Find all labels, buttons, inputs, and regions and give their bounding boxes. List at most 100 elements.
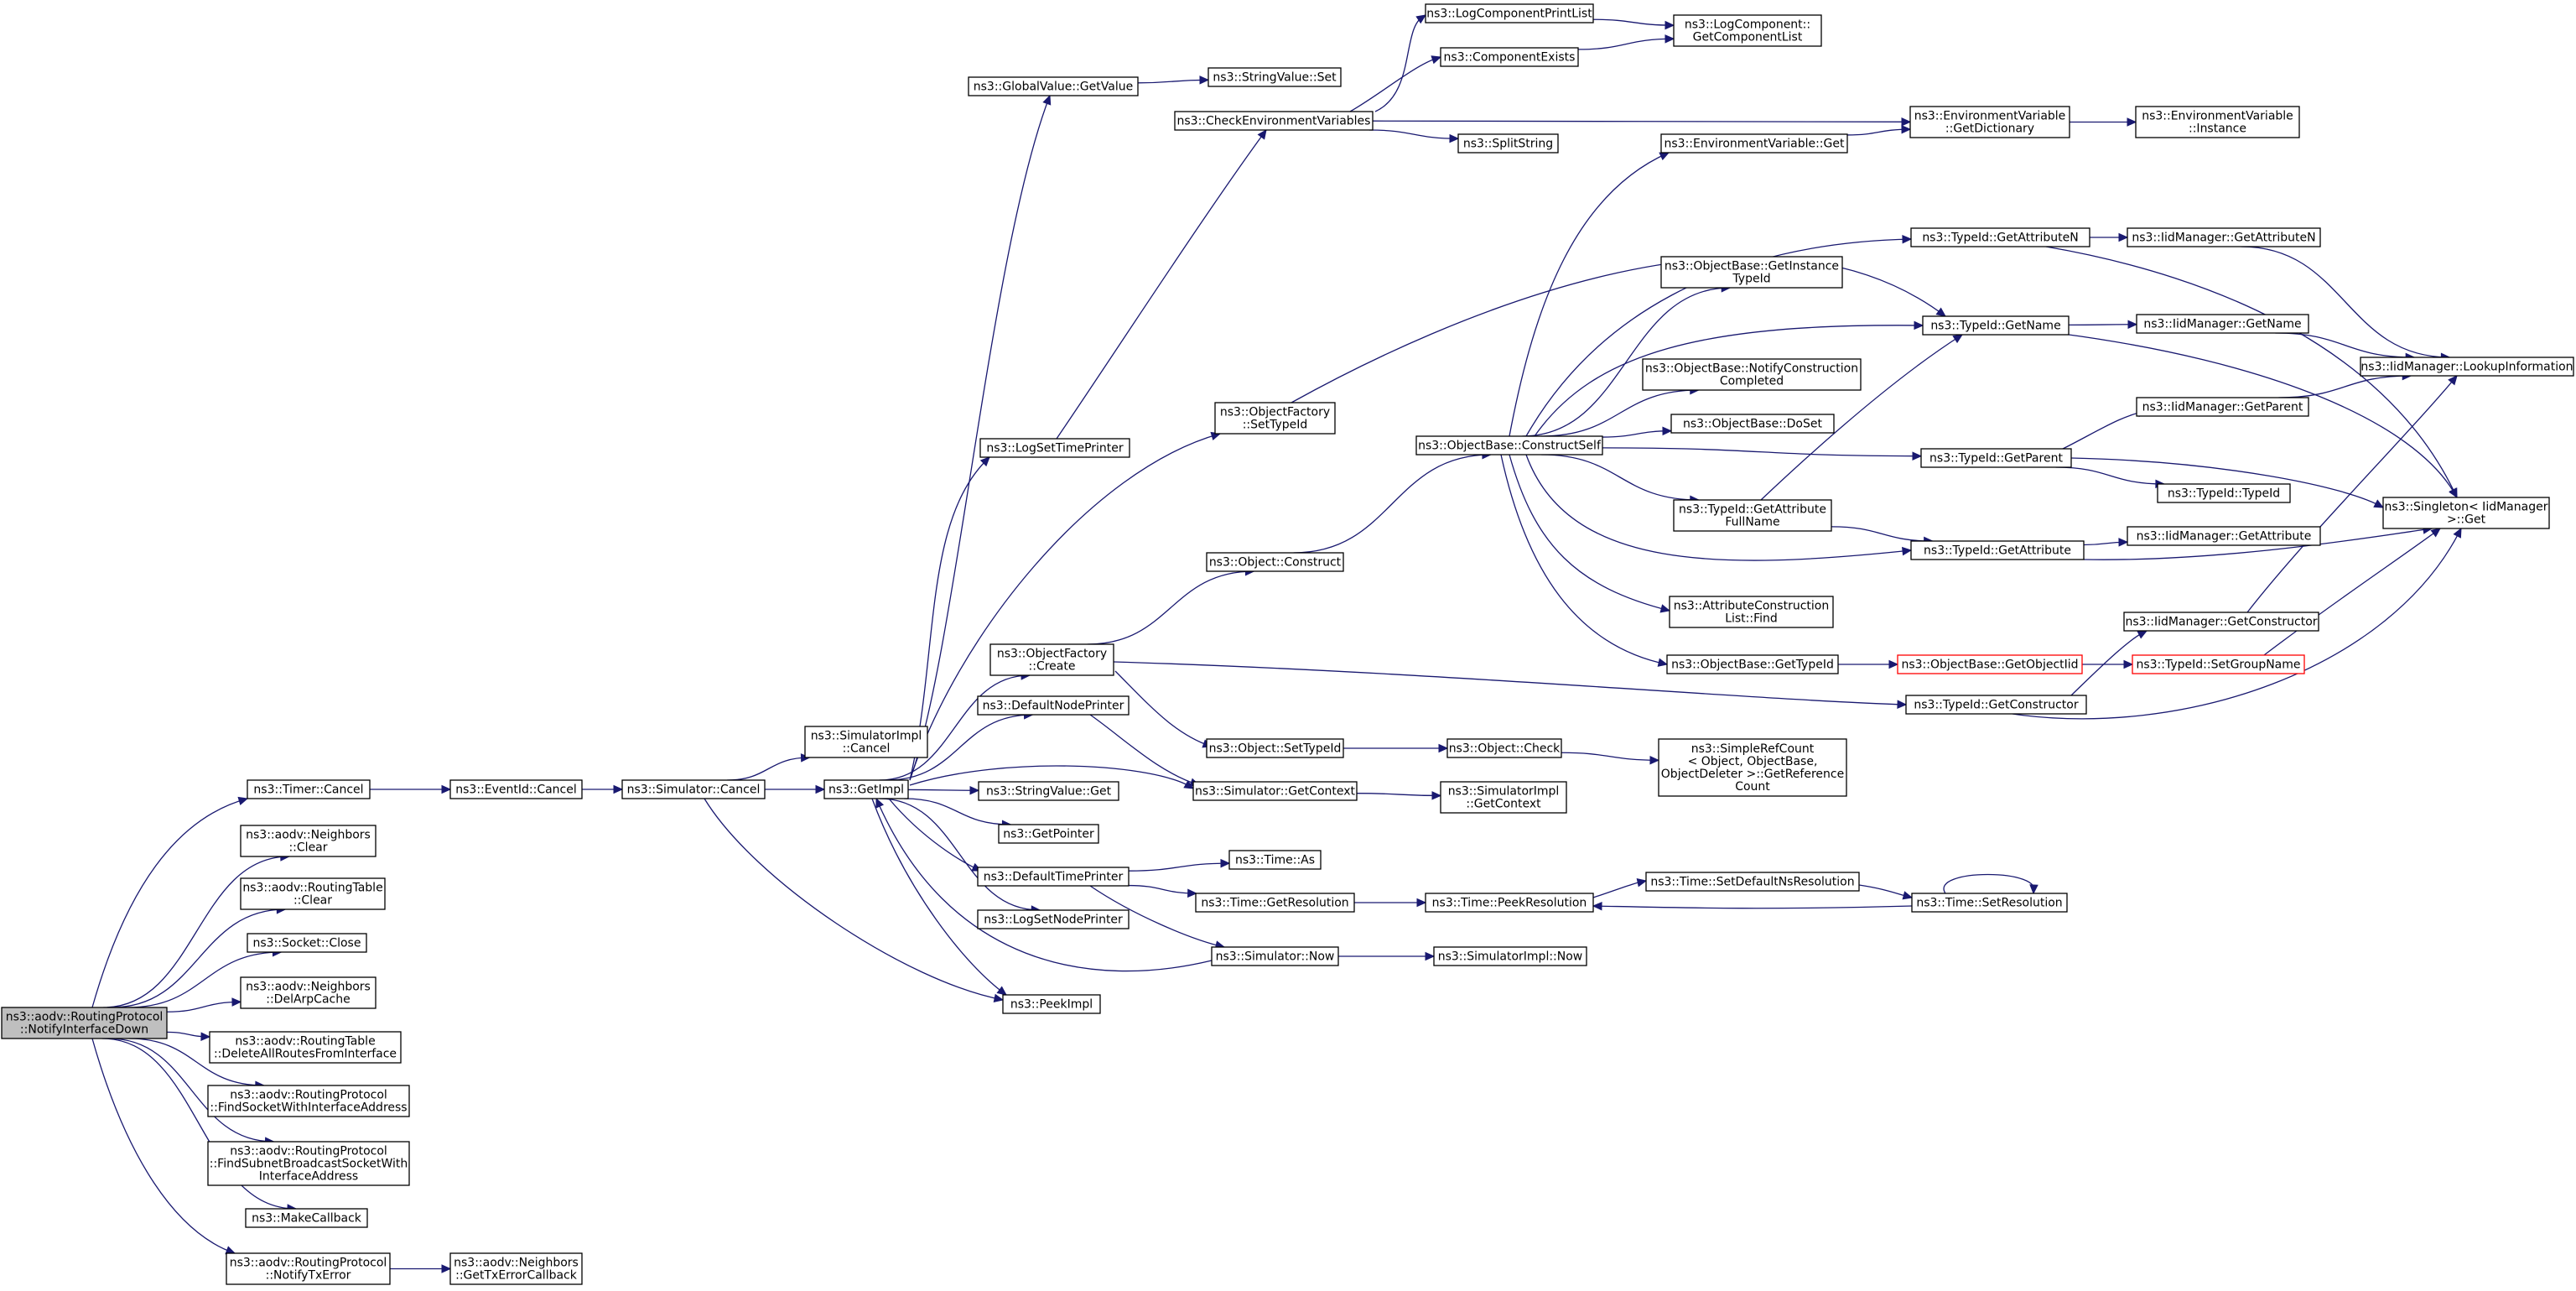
node-ns3-objectbase-notifyconstructioncompleted[interactable]: ns3::ObjectBase::NotifyConstructionCompl… xyxy=(1642,358,1862,391)
node-ns3-peekimpl[interactable]: ns3::PeekImpl xyxy=(1002,994,1101,1014)
node-ns3-globalvalue-getvalue[interactable]: ns3::GlobalValue::GetValue xyxy=(968,76,1139,96)
node-label-line: ns3::Time::As xyxy=(1235,854,1315,867)
node-label-line: ns3::ObjectBase::DoSet xyxy=(1683,418,1822,431)
edge-getparent-to-singletonget xyxy=(2070,457,2385,508)
node-box xyxy=(449,1252,583,1285)
node-ns3-environmentvariable-getdictionary[interactable]: ns3::EnvironmentVariable::GetDictionary xyxy=(1909,106,2070,138)
node-label-line: ns3::LogComponentPrintList xyxy=(1426,8,1592,21)
edge-simnow-to-getimpl xyxy=(875,797,1213,972)
node-ns3-iidmanager-getattributen[interactable]: ns3::IidManager::GetAttributeN xyxy=(2127,227,2321,247)
node-ns3-environmentvariable-instance[interactable]: ns3::EnvironmentVariable::Instance xyxy=(2135,106,2300,138)
node-ns3-iidmanager-getconstructor[interactable]: ns3::IidManager::GetConstructor xyxy=(2123,612,2319,632)
node-ns3-logsettimeprinter[interactable]: ns3::LogSetTimePrinter xyxy=(979,438,1130,458)
node-ns3-socket-close[interactable]: ns3::Socket::Close xyxy=(247,933,367,953)
node-label-line: >::Get xyxy=(2447,513,2486,527)
node-ns3-time-getresolution[interactable]: ns3::Time::GetResolution xyxy=(1195,893,1355,913)
edge-path xyxy=(1114,670,1213,747)
node-ns3-aodv-routingprotocol-findsubnetbroadcastsocketwithinterfaceaddress[interactable]: ns3::aodv::RoutingProtocol::FindSubnetBr… xyxy=(207,1141,410,1186)
node-ns3-object-construct[interactable]: ns3::Object::Construct xyxy=(1206,552,1344,572)
node-label-line: ns3::SimpleRefCount xyxy=(1691,742,1815,756)
node-ns3-simulatorimpl-getcontext[interactable]: ns3::SimulatorImpl::GetContext xyxy=(1440,781,1567,814)
node-ns3-splitstring[interactable]: ns3::SplitString xyxy=(1457,133,1559,154)
node-ns3-environmentvariable-get[interactable]: ns3::EnvironmentVariable::Get xyxy=(1660,133,1848,154)
node-ns3-defaulttimeprinter[interactable]: ns3::DefaultTimePrinter xyxy=(977,867,1130,887)
arrowhead xyxy=(1665,34,1675,44)
node-ns3-timer-cancel[interactable]: ns3::Timer::Cancel xyxy=(247,779,371,799)
node-ns3-object-settypeid[interactable]: ns3::Object::SetTypeId xyxy=(1206,738,1344,758)
node-box xyxy=(2360,357,2574,377)
node-ns3-aodv-routingtable-deleteallroutesfrominterface[interactable]: ns3::aodv::RoutingTable::DeleteAllRoutes… xyxy=(209,1031,402,1064)
arrowhead xyxy=(1912,451,1923,461)
node-ns3-aodv-neighbors-delarpcache[interactable]: ns3::aodv::Neighbors::DelArpCache xyxy=(240,976,377,1009)
edge-path xyxy=(109,1038,274,1143)
node-ns3-iidmanager-getattribute[interactable]: ns3::IidManager::GetAttribute xyxy=(2127,526,2321,546)
node-ns3-iidmanager-getparent[interactable]: ns3::IidManager::GetParent xyxy=(2136,397,2309,417)
node-ns3-time-as[interactable]: ns3::Time::As xyxy=(1228,850,1322,870)
node-box xyxy=(1660,256,1843,289)
node-ns3-defaultnodeprinter[interactable]: ns3::DefaultNodePrinter xyxy=(977,695,1130,716)
node-ns3-logsetnodeprinter[interactable]: ns3::LogSetNodePrinter xyxy=(977,909,1130,929)
node-ns3-aodv-neighbors-gettxerrorcallback[interactable]: ns3::aodv::Neighbors::GetTxErrorCallback xyxy=(449,1252,583,1285)
node-ns3-objectbase-doset[interactable]: ns3::ObjectBase::DoSet xyxy=(1670,414,1835,434)
node-ns3-typeid-getattribute[interactable]: ns3::TypeId::GetAttribute xyxy=(1910,540,2085,560)
node-label-line: ns3::DefaultNodePrinter xyxy=(983,700,1124,713)
node-ns3-simulator-now[interactable]: ns3::Simulator::Now xyxy=(1211,946,1339,966)
node-box xyxy=(1440,781,1567,814)
node-ns3-stringvalue-get[interactable]: ns3::StringValue::Get xyxy=(978,781,1119,801)
node-ns3-makecallback[interactable]: ns3::MakeCallback xyxy=(245,1208,368,1228)
node-label-line: ns3::ObjectFactory xyxy=(1220,406,1330,419)
node-ns3-objectbase-constructself[interactable]: ns3::ObjectBase::ConstructSelf xyxy=(1415,435,1603,455)
node-ns3-getimpl[interactable]: ns3::GetImpl xyxy=(823,779,909,799)
node-ns3-logcomponent-getcomponentlist[interactable]: ns3::LogComponent::GetComponentList xyxy=(1673,14,1822,47)
node-label-line: ns3::TypeId::GetParent xyxy=(1929,452,2063,466)
node-ns3-getpointer[interactable]: ns3::GetPointer xyxy=(998,824,1099,844)
edge-path xyxy=(1602,447,1922,457)
node-ns3-objectfactory-create[interactable]: ns3::ObjectFactory::Create xyxy=(989,643,1114,676)
node-ns3-simulator-getcontext[interactable]: ns3::Simulator::GetContext xyxy=(1192,781,1358,801)
node-ns3-objectbase-gettypeid[interactable]: ns3::ObjectBase::GetTypeId xyxy=(1666,654,1839,674)
node-ns3-typeid-getattributen[interactable]: ns3::TypeId::GetAttributeN xyxy=(1910,227,2090,247)
node-ns3-simulatorimpl-now[interactable]: ns3::SimulatorImpl::Now xyxy=(1433,946,1587,966)
node-ns3-iidmanager-getname[interactable]: ns3::IidManager::GetName xyxy=(2136,314,2309,334)
node-ns3-aodv-neighbors-clear[interactable]: ns3::aodv::Neighbors::Clear xyxy=(240,825,377,857)
node-ns3-componentexists[interactable]: ns3::ComponentExists xyxy=(1440,47,1579,67)
edge-path xyxy=(101,1038,296,1210)
arrowhead xyxy=(1657,658,1669,667)
node-ns3-iidmanager-lookupinformation[interactable]: ns3::IidManager::LookupInformation xyxy=(2360,357,2574,377)
node-ns3-objectbase-getobjectiid[interactable]: ns3::ObjectBase::GetObjectIid xyxy=(1897,654,2083,674)
node-ns3-typeid-setgroupname[interactable]: ns3::TypeId::SetGroupName xyxy=(2132,654,2305,674)
node-ns3-typeid-getname[interactable]: ns3::TypeId::GetName xyxy=(1922,315,2070,336)
node-ns3-objectfactory-settypeid[interactable]: ns3::ObjectFactory::SetTypeId xyxy=(1214,402,1336,435)
edge-setdefaultns-to-timesetres xyxy=(1858,884,1914,900)
arrowhead xyxy=(1649,755,1660,765)
node-label-line: List::Find xyxy=(1725,612,1778,626)
node-ns3-time-setdefaultnsresolution[interactable]: ns3::Time::SetDefaultNsResolution xyxy=(1645,872,1860,892)
node-ns3-aodv-routingprotocol-notifytxerror[interactable]: ns3::aodv::RoutingProtocol::NotifyTxErro… xyxy=(226,1252,391,1285)
edge-constructself-to-getattribute xyxy=(1525,454,1913,561)
node-ns3-typeid-getparent[interactable]: ns3::TypeId::GetParent xyxy=(1920,448,2072,468)
node-ns3-singleton-iidmanager-get[interactable]: ns3::Singleton< IidManager>::Get xyxy=(2382,497,2550,529)
node-ns3-simulator-cancel[interactable]: ns3::Simulator::Cancel xyxy=(621,779,766,799)
node-box xyxy=(1905,695,2087,715)
node-ns3-logcomponentprintlist[interactable]: ns3::LogComponentPrintList xyxy=(1425,3,1594,23)
node-ns3-typeid-getconstructor[interactable]: ns3::TypeId::GetConstructor xyxy=(1905,695,2087,715)
edge-path xyxy=(2012,528,2462,720)
arrowhead xyxy=(1665,20,1675,30)
node-box xyxy=(1669,596,1834,628)
node-ns3-checkenvironmentvariables[interactable]: ns3::CheckEnvironmentVariables xyxy=(1174,111,1374,131)
node-ns3-stringvalue-set[interactable]: ns3::StringValue::Set xyxy=(1208,67,1342,87)
node-ns3-simplerefcount-object-objectbase-objectdeleter-getreferencecount[interactable]: ns3::SimpleRefCount< Object, ObjectBase,… xyxy=(1658,738,1847,797)
node-ns3-time-setresolution[interactable]: ns3::Time::SetResolution xyxy=(1911,893,2068,913)
node-ns3-time-peekresolution[interactable]: ns3::Time::PeekResolution xyxy=(1425,893,1594,913)
node-ns3-simulatorimpl-cancel[interactable]: ns3::SimulatorImpl::Cancel xyxy=(804,726,928,758)
node-ns3-typeid-typeid[interactable]: ns3::TypeId::TypeId xyxy=(2157,483,2291,503)
node-box xyxy=(968,76,1139,96)
node-ns3-object-check[interactable]: ns3::Object::Check xyxy=(1446,738,1562,758)
node-ns3-eventid-cancel[interactable]: ns3::EventId::Cancel xyxy=(449,779,583,799)
node-ns3-aodv-routingprotocol-notifyinterfacedown[interactable]: ns3::aodv::RoutingProtocol::NotifyInterf… xyxy=(1,1007,168,1039)
node-ns3-aodv-routingtable-clear[interactable]: ns3::aodv::RoutingTable::Clear xyxy=(240,877,386,910)
node-ns3-aodv-routingprotocol-findsocketwithinterfaceaddress[interactable]: ns3::aodv::RoutingProtocol::FindSocketWi… xyxy=(207,1085,410,1117)
